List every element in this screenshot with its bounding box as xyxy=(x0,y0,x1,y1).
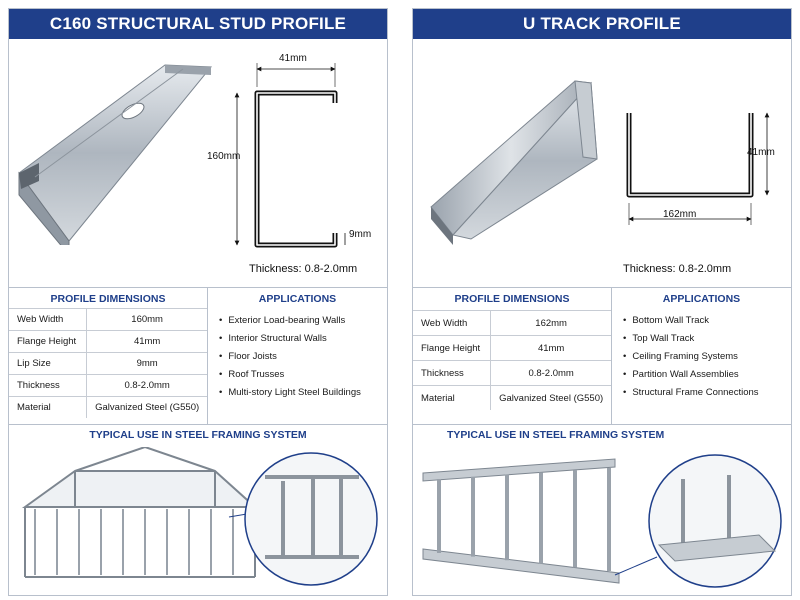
u-track-panel: U TRACK PROFILE 41mm 162mm Thickness: 0.… xyxy=(412,8,792,596)
dim-label: Material xyxy=(9,396,87,418)
list-item: Roof Trusses xyxy=(219,366,361,384)
list-item: Interior Structural Walls xyxy=(219,330,361,348)
thickness-note: Thickness: 0.8-2.0mm xyxy=(249,263,358,275)
c-stud-panel: C160 STRUCTURAL STUD PROFILE 41mm 160mm … xyxy=(8,8,388,596)
wall-frame-illustration xyxy=(422,454,782,588)
list-item: Multi-story Light Steel Buildings xyxy=(219,384,361,402)
width-dimension: 41mm xyxy=(279,53,307,64)
dim-value: 160mm xyxy=(86,308,207,331)
use-heading: TYPICAL USE IN STEEL FRAMING SYSTEM xyxy=(447,429,665,441)
dim-value: 41mm xyxy=(86,330,207,353)
dim-label: Material xyxy=(413,385,491,410)
dim-value: Galvanized Steel (G550) xyxy=(86,396,207,418)
dims-heading: PROFILE DIMENSIONS xyxy=(454,293,570,305)
panel-title: C160 STRUCTURAL STUD PROFILE xyxy=(9,9,387,39)
u-track-3d-illustration xyxy=(430,80,598,245)
dim-value: 162mm xyxy=(490,310,611,336)
dim-value: 0.8-2.0mm xyxy=(86,374,207,397)
house-frame-illustration xyxy=(21,447,378,586)
dim-value: Galvanized Steel (G550) xyxy=(490,385,611,410)
list-item: Partition Wall Assemblies xyxy=(623,366,759,384)
apps-list: Exterior Load-bearing Walls Interior Str… xyxy=(219,312,361,402)
dim-label: Thickness xyxy=(9,374,87,397)
dim-value: 41mm xyxy=(490,335,611,361)
lip-dimension: 9mm xyxy=(349,229,372,240)
apps-heading: APPLICATIONS xyxy=(258,293,337,305)
dim-value: 9mm xyxy=(86,352,207,375)
dim-label: Web Width xyxy=(9,308,87,331)
apps-list: Bottom Wall Track Top Wall Track Ceiling… xyxy=(623,312,759,402)
dim-label: Web Width xyxy=(413,310,491,336)
list-item: Top Wall Track xyxy=(623,330,759,348)
list-item: Bottom Wall Track xyxy=(623,312,759,330)
list-item: Exterior Load-bearing Walls xyxy=(219,312,361,330)
panel-title: U TRACK PROFILE xyxy=(413,9,791,39)
dim-label: Thickness xyxy=(413,360,491,386)
dims-heading: PROFILE DIMENSIONS xyxy=(50,293,166,305)
c-stud-section-drawing xyxy=(234,63,346,248)
list-item: Ceiling Framing Systems xyxy=(623,348,759,366)
dim-label: Flange Height xyxy=(9,330,87,353)
dim-label: Lip Size xyxy=(9,352,87,375)
apps-heading: APPLICATIONS xyxy=(662,293,741,305)
list-item: Floor Joists xyxy=(219,348,361,366)
thickness-note: Thickness: 0.8-2.0mm xyxy=(623,263,732,275)
width-dimension: 162mm xyxy=(663,209,697,220)
height-dimension: 160mm xyxy=(207,151,241,162)
u-track-section-drawing xyxy=(626,112,770,225)
use-heading: TYPICAL USE IN STEEL FRAMING SYSTEM xyxy=(89,429,307,441)
dim-label: Flange Height xyxy=(413,335,491,361)
list-item: Structural Frame Connections xyxy=(623,384,758,402)
height-dimension: 41mm xyxy=(747,147,775,158)
c-stud-3d-illustration xyxy=(18,64,213,245)
dim-value: 0.8-2.0mm xyxy=(490,360,611,386)
